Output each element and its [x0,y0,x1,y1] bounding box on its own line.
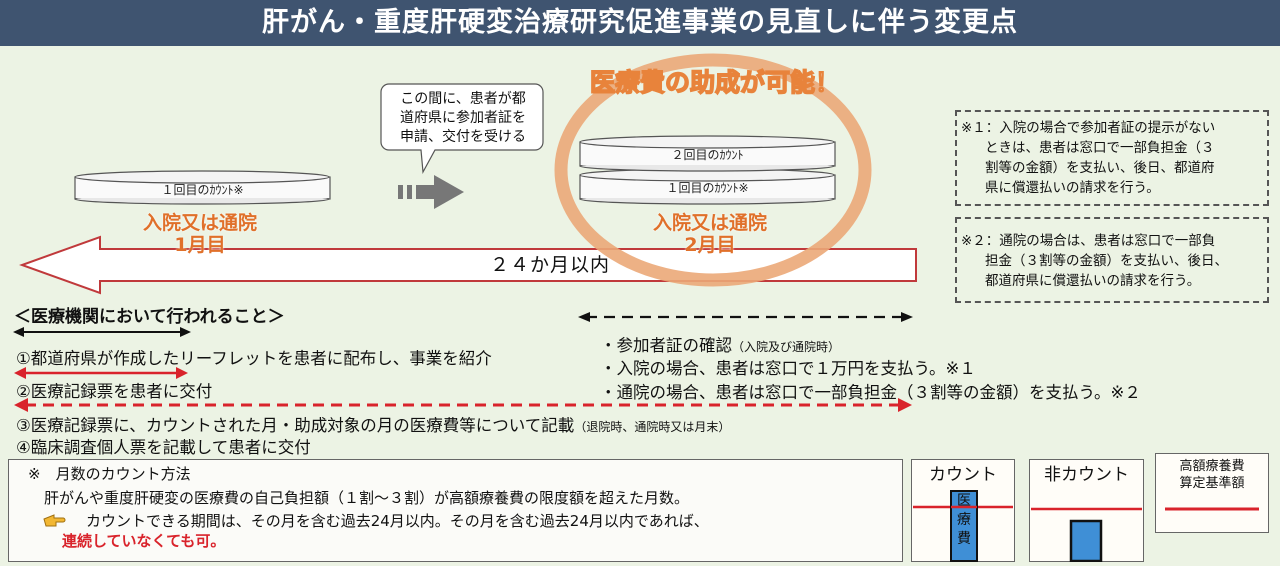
legend-threshold-line [1165,507,1259,511]
step-3-note: （退院時、通院時又は月末） [574,420,731,434]
bullet-1-main: ・参加者証の確認 [600,336,732,355]
note1-line4: 県に償還払いの請求を行う。 [985,180,1160,196]
legend-bar-char-3: 費 [957,531,971,547]
period-label: ２４か月以内 [489,254,610,276]
second-event-line2: 2月目 [684,234,736,256]
first-event-line2: 1月目 [174,234,226,256]
callout-text: この間に、患者が都 道府県に参加者証を 申請、交付を受ける [388,90,538,147]
second-bottom-disk-label: １回目のｶｳﾝﾄ※ [666,181,749,195]
callout-bubble [380,83,544,175]
second-stack-top-disk [579,135,836,172]
step-2: ②医療記録票を患者に交付 [16,382,213,401]
note1-line1: ※１：入院の場合で参加者証の提示がない [961,120,1216,136]
bullet-1: ・参加者証の確認（入院及び通院時） [600,332,840,356]
step2-range-arrow [14,367,188,379]
note1-line3: 割等の金額）を支払い、後日、都道府 [985,160,1215,176]
count-method-line2: カウントできる期間は、その月を含む過去24月以内。その月を含む過去24月以内であ… [86,512,709,530]
legend-threshold-panel [1155,453,1269,533]
second-event-label: 入院又は通院 2月目 [610,212,810,256]
legend-threshold-line1: 高額療養費 [1179,459,1245,474]
note1-line2: ときは、患者は窓口で一部負担金（３ [985,140,1215,156]
legend-noncount-graphic [1031,507,1142,562]
bullet-3: ・通院の場合、患者は窓口で一部負担金（３割等の金額）を支払う。※２ [600,383,1141,402]
legend-count-label: カウント [929,465,997,485]
second-stack-bottom-disk [579,168,836,205]
note2-line1: ※２：通院の場合は、患者は窓口で一部負 [961,233,1216,249]
count-method-line3: 連続していなくても可。 [62,532,226,550]
count-method-box [8,459,903,562]
callout-line1: この間に、患者が都 [400,91,526,107]
bullet-range-arrow [578,312,913,322]
legend-bar-text: 医 療 費 [951,492,977,549]
step-3: ③医療記録票に、カウントされた月・助成対象の月の医療費等について記載（退院時、通… [16,412,730,436]
step-4: ④臨床調査個人票を記載して患者に交付 [16,438,311,457]
legend-threshold-line2: 算定基準額 [1179,476,1245,491]
legend-bar-char-1: 医 [957,493,971,509]
step-3-main: ③医療記録票に、カウントされた月・助成対象の月の医療費等について記載 [16,416,575,435]
title-bar [0,0,1280,46]
subsidy-label: 医療費の助成が可能！ [589,67,841,98]
note-1: ※１：入院の場合で参加者証の提示がない ときは、患者は窓口で一部負担金（３ 割等… [955,110,1269,206]
note2-line3: 都道府県に償還払いの請求を行う。 [985,273,1201,289]
progress-arrow [398,175,464,209]
step1-range-arrow [13,327,191,337]
first-event-label: 入院又は通院 1月目 [100,212,300,256]
legend-noncount-label: 非カウント [1044,465,1129,485]
page-title: 肝がん・重度肝硬変治療研究促進事業の見直しに伴う変更点 [262,7,1018,38]
second-top-disk-label: ２回目のｶｳﾝﾄ [671,148,744,162]
callout-line2: 道府県に参加者証を [400,110,526,126]
pointing-hand-icon [43,514,66,527]
section-title: ＜医療機関において行われること＞ [14,307,285,327]
legend-threshold-label: 高額療養費 算定基準額 [1155,458,1269,492]
legend-count-graphic [913,490,1013,562]
step3-range-arrow [14,398,912,412]
callout-line3: 申請、交付を受ける [400,129,526,145]
second-event-line1: 入院又は通院 [652,212,767,234]
count-method-line1: 肝がんや重度肝硬変の医療費の自己負担額（１割～３割）が高額療養費の限度額を超えた… [44,489,690,507]
legend-bar-char-2: 療 [957,512,971,528]
bullet-1-note: （入院及び通院時） [732,340,841,354]
count-method-heading: ※ 月数のカウント方法 [28,465,191,483]
subsidy-ring [554,53,872,287]
step-1: ①都道府県が作成したリーフレットを患者に配布し、事業を紹介 [16,349,492,368]
first-disk-label: １回目のｶｳﾝﾄ※ [161,183,244,197]
note2-line2: 担金（３割等の金額）を支払い、後日、 [985,253,1228,269]
note-2: ※２：通院の場合は、患者は窓口で一部負 担金（３割等の金額）を支払い、後日、 都… [955,217,1269,303]
bullet-2: ・入院の場合、患者は窓口で１万円を支払う。※１ [600,359,976,378]
first-count-disk [74,170,331,205]
first-event-line1: 入院又は通院 [142,212,257,234]
